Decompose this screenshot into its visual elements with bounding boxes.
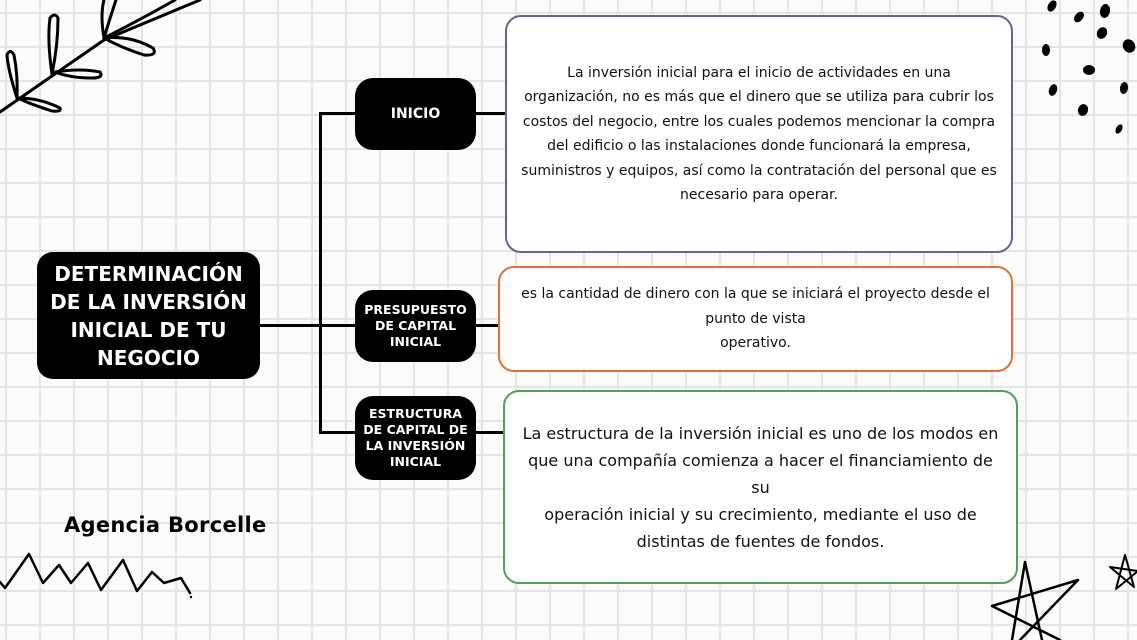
description-card-estructura: La estructura de la inversión inicial es… <box>503 390 1018 584</box>
branch-node-estructura: ESTRUCTURA DE CAPITAL DE LA INVERSIÓN IN… <box>355 396 476 480</box>
main-topic-node: DETERMINACIÓN DE LA INVERSIÓN INICIAL DE… <box>37 252 260 379</box>
zigzag-line-icon <box>0 552 193 599</box>
connector-card-3 <box>476 431 504 434</box>
star-icon <box>990 560 1080 640</box>
connector-card-2 <box>476 324 499 327</box>
ink-dots-icon <box>1042 0 1136 134</box>
description-text: es la cantidad de dinero con la que se i… <box>521 286 990 352</box>
branch-label: PRESUPUESTO DE CAPITAL INICIAL <box>364 302 467 349</box>
branch-node-inicio: INICIO <box>355 78 476 150</box>
branch-label: INICIO <box>390 106 441 122</box>
brand-name: Agencia Borcelle <box>64 513 267 537</box>
connector-trunk <box>319 112 322 433</box>
connector-card-1 <box>476 112 506 115</box>
branch-leaves-icon <box>0 0 202 114</box>
main-topic-label: DETERMINACIÓN DE LA INVERSIÓN INICIAL DE… <box>50 261 247 370</box>
description-card-inicio: La inversión inicial para el inicio de a… <box>505 15 1013 253</box>
description-card-presupuesto: es la cantidad de dinero con la que se i… <box>498 266 1013 372</box>
connector-branch-1 <box>319 112 355 115</box>
connector-main <box>260 324 320 327</box>
branch-node-presupuesto: PRESUPUESTO DE CAPITAL INICIAL <box>355 290 476 362</box>
connector-branch-3 <box>319 431 355 434</box>
branch-label: ESTRUCTURA DE CAPITAL DE LA INVERSIÓN IN… <box>363 406 468 469</box>
description-text: La inversión inicial para el inicio de a… <box>521 64 997 204</box>
description-text: La estructura de la inversión inicial es… <box>522 423 999 551</box>
connector-branch-2 <box>319 324 355 327</box>
small-star-icon <box>1109 554 1137 590</box>
